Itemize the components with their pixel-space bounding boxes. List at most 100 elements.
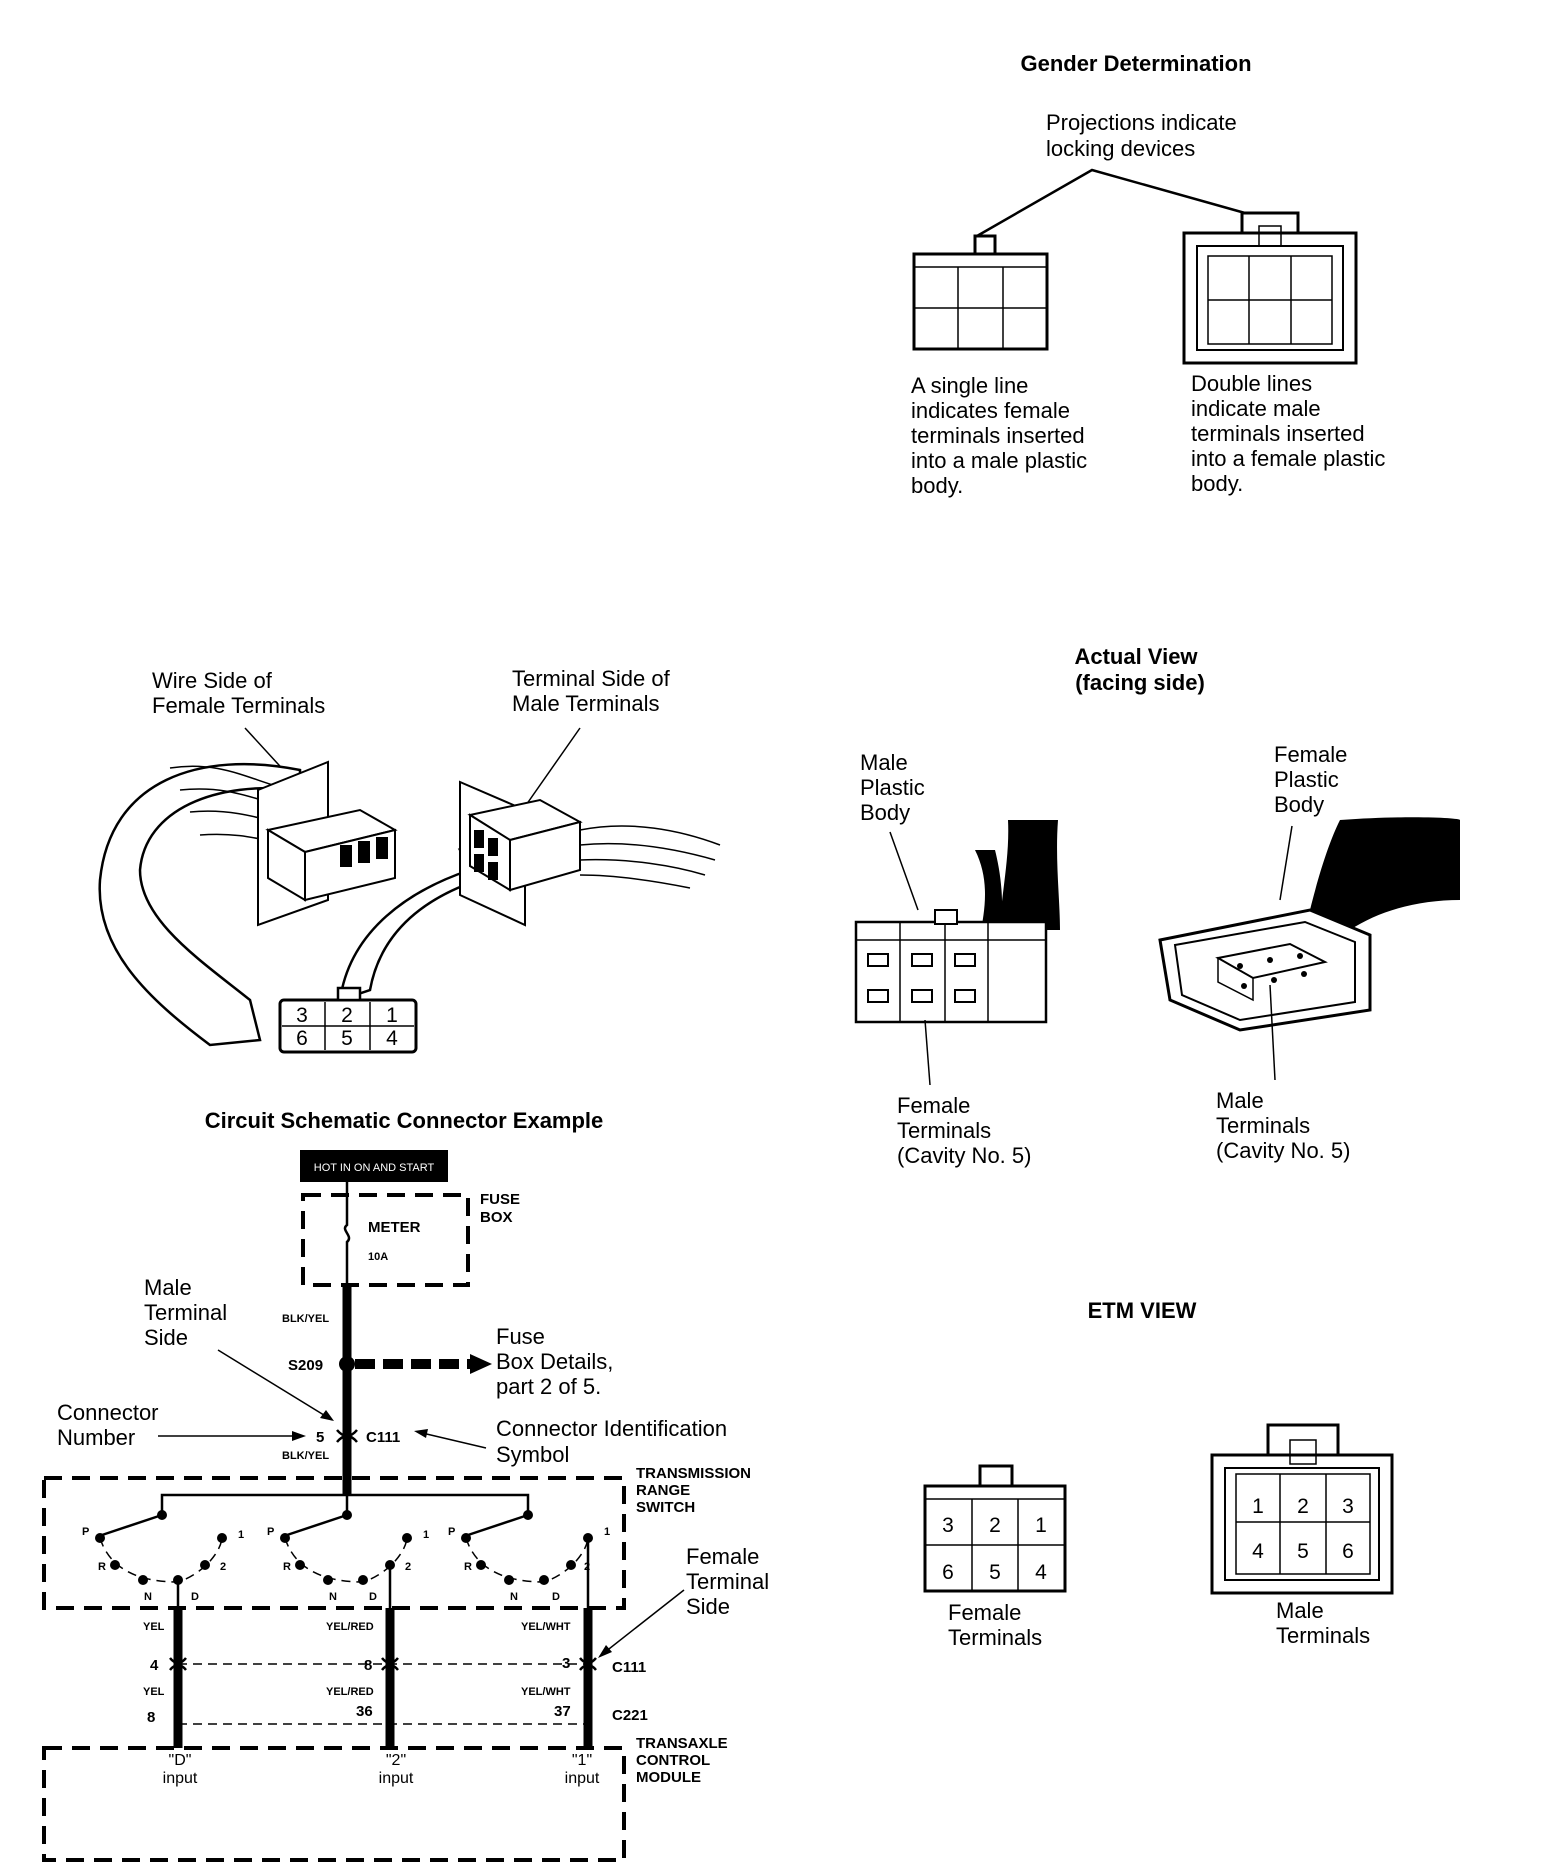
etm-view-section: ETM VIEW 3 2 1 6 5 4 Female Terminals (923, 1298, 1394, 1650)
double-line-connector (1182, 211, 1358, 365)
schematic-inputs-0: "D" (169, 1752, 192, 1769)
actual-view-male-plastic-body-2: Body (860, 800, 910, 825)
gender-single-line-2: terminals inserted (911, 423, 1085, 448)
schematic-female-terminal-side-1: Terminal (686, 1569, 769, 1594)
schematic-wires-upper-0: YEL (143, 1621, 165, 1633)
actual-view-female-plastic-body-2: Body (1274, 792, 1324, 817)
male-terminal-side-leader (217, 1349, 333, 1421)
transaxle-module-outline (42, 1746, 626, 1862)
schematic-fuse-note-1: Box Details, (496, 1349, 613, 1374)
schematic-c111: C111 (612, 1659, 646, 1676)
actual-view-title-2: (facing side) (1075, 670, 1205, 695)
etm-female-top-1: 2 (989, 1514, 1001, 1537)
actual-view-male-plastic-body-0: Male (860, 750, 908, 775)
c111-connector-row: 4 8 3 C111 (150, 1655, 646, 1676)
single-line-description: A single line indicates female terminals… (911, 373, 1087, 498)
schematic-range-switch-0: TRANSMISSION (636, 1465, 751, 1482)
etm-male-bottom-0: 4 (1252, 1540, 1264, 1563)
fuse-box-outline (301, 1193, 470, 1287)
gender-title: Gender Determination (1020, 51, 1251, 76)
schematic-connector-number-1: Number (57, 1425, 135, 1450)
schematic-wires-lower-2: YEL/WHT (521, 1686, 571, 1698)
schematic-switch-positions-1: R (98, 1561, 106, 1573)
actual-view-male-plastic-body-1: Plastic (860, 775, 925, 800)
etm-male-label-0: Male (1276, 1598, 1324, 1623)
gender-single-line-4: body. (911, 473, 963, 498)
schematic-module-1: CONTROL (636, 1752, 710, 1769)
actual-view-female-plastic-body-1: Plastic (1274, 767, 1339, 792)
etm-female-top-2: 1 (1035, 1514, 1047, 1537)
switch-contacts (95, 1510, 593, 1585)
actual-view-female-terminals-0: Female (897, 1093, 970, 1118)
hot-in-on-label: HOT IN ON AND START (314, 1162, 435, 1174)
schematic-switch-positions-3: D (369, 1591, 377, 1603)
etm-female-top-0: 3 (942, 1514, 954, 1537)
schematic-switch-positions-3: D (552, 1591, 560, 1603)
schematic-connector-number-0: Connector (57, 1400, 159, 1425)
male-terminals-leader (1269, 984, 1276, 1081)
gender-double-line-3: into a female plastic (1191, 446, 1385, 471)
etm-female-bottom-0: 6 (942, 1561, 954, 1584)
schematic-wires-lower-1: YEL/RED (326, 1686, 374, 1698)
schematic-wires-lower-0: YEL (143, 1686, 165, 1698)
etm-female-label-0: Female (948, 1600, 1021, 1625)
gender-single-line-3: into a male plastic (911, 448, 1087, 473)
wire-side-label-2: Female Terminals (152, 693, 325, 718)
female-plastic-body-drawing (1158, 817, 1460, 1032)
terminal-side-label-1: Terminal Side of (512, 666, 671, 691)
schematic-fuse-box-1: BOX (480, 1209, 513, 1226)
schematic-fuse-box-0: FUSE (480, 1191, 520, 1208)
actual-view-section: Actual View (facing side) Male Plastic B… (854, 644, 1460, 1168)
wire-side-cavity-grid: 3 2 1 6 5 4 (278, 986, 418, 1054)
schematic-fuse-note-2: part 2 of 5. (496, 1374, 601, 1399)
gender-double-line-1: indicate male (1191, 396, 1321, 421)
actual-view-female-plastic-body-0: Female (1274, 742, 1347, 767)
schematic-switch-positions-2: N (144, 1591, 152, 1603)
gender-double-line-0: Double lines (1191, 371, 1312, 396)
schematic-switch-positions-1: R (464, 1561, 472, 1573)
female-terminals-leader (924, 1019, 931, 1086)
schematic-module-0: TRANSAXLE (636, 1735, 728, 1752)
double-line-description: Double lines indicate male terminals ins… (1191, 371, 1385, 496)
schematic-wire-blk-yel: BLK/YEL (282, 1313, 329, 1325)
etm-female-label-1: Terminals (948, 1625, 1042, 1650)
splice-label: S209 (288, 1357, 323, 1374)
wire-side-cavities-bottom-1: 5 (341, 1027, 353, 1050)
schematic-switch-positions-2: N (329, 1591, 337, 1603)
wire-terminal-side-section: Wire Side of Female Terminals Terminal S… (98, 666, 721, 1054)
switch-bus (160, 1493, 530, 1515)
schematic-switch-positions-0: P (82, 1526, 89, 1538)
etm-male-top-1: 2 (1297, 1495, 1309, 1518)
wire-side-cavities-bottom-2: 4 (386, 1027, 398, 1050)
schematic-switch-positions-4: 2 (220, 1561, 226, 1573)
etm-female-connector: 3 2 1 6 5 4 (923, 1464, 1067, 1593)
connector-id-leader (417, 1431, 487, 1449)
c221-connector-row: 8 36 37 C221 (147, 1703, 648, 1726)
fuse-rating: 10A (368, 1251, 388, 1263)
schematic-pins-c221-2: 37 (554, 1703, 571, 1720)
schematic-pins-c221-0: 8 (147, 1709, 155, 1726)
schematic-wires-upper-1: YEL/RED (326, 1621, 374, 1633)
projections-label-2: locking devices (1046, 136, 1195, 161)
circuit-schematic-section: Circuit Schematic Connector Example HOT … (42, 1108, 769, 1862)
wire-side-cavities-top-1: 2 (341, 1004, 353, 1027)
gender-single-line-1: indicates female (911, 398, 1070, 423)
schematic-input-word: input (163, 1770, 198, 1787)
schematic-pins-c111-2: 3 (562, 1655, 570, 1672)
meter-label: METER (368, 1219, 421, 1236)
female-terminal-side-leader (599, 1589, 685, 1657)
projections-leader (976, 168, 1246, 238)
etm-male-bottom-1: 5 (1297, 1540, 1309, 1563)
schematic-switch-positions-1: R (283, 1561, 291, 1573)
actual-view-male-terminals-1: Terminals (1216, 1113, 1310, 1138)
actual-view-title-1: Actual View (1074, 644, 1198, 669)
schematic-c221: C221 (612, 1707, 648, 1724)
actual-view-female-terminals-2: (Cavity No. 5) (897, 1143, 1031, 1168)
etm-male-connector: 1 2 3 4 5 6 (1210, 1423, 1394, 1595)
etm-title: ETM VIEW (1088, 1298, 1197, 1323)
wire-side-cavities-top-2: 1 (386, 1004, 398, 1027)
fuse-symbol (343, 1195, 351, 1285)
schematic-male-terminal-side-0: Male (144, 1275, 192, 1300)
wire-side-cavities-top-0: 3 (296, 1004, 308, 1027)
actual-view-male-terminals-2: (Cavity No. 5) (1216, 1138, 1350, 1163)
